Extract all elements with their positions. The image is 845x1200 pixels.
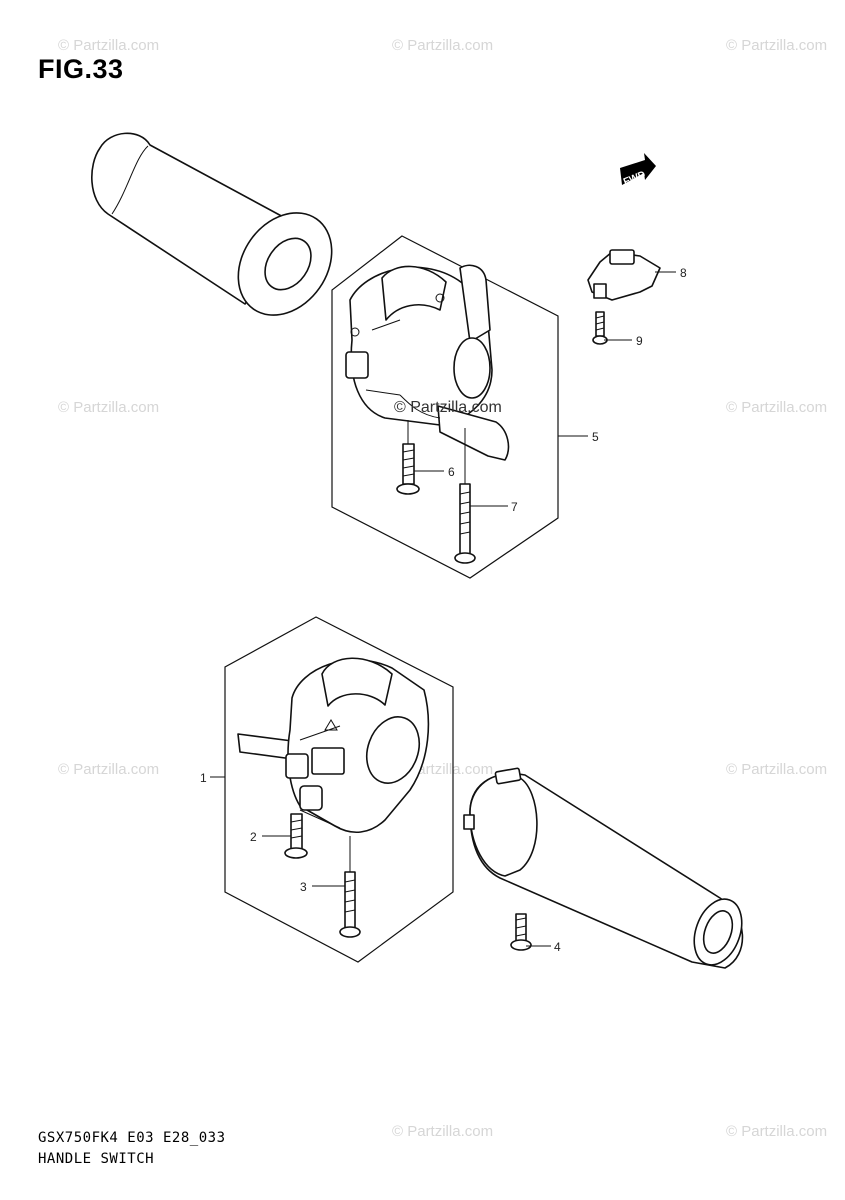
- left-grip: [91, 132, 333, 316]
- watermark: © Partzilla.com: [392, 37, 493, 54]
- model-code: GSX750FK4 E03 E28_033: [38, 1130, 226, 1146]
- fwd-arrow-icon: FWD: [620, 153, 656, 188]
- watermark: © Partzilla.com: [726, 37, 827, 54]
- watermark: © Partzilla.com: [58, 761, 159, 778]
- watermark: © Partzilla.com: [58, 399, 159, 416]
- throttle-grip: [463, 767, 744, 969]
- watermark: © Partzilla.com: [58, 37, 159, 54]
- callout-2: 2: [250, 830, 257, 844]
- watermark: © Partzilla.com: [392, 1123, 493, 1140]
- screw-4: [510, 913, 532, 951]
- watermark: © Partzilla.com: [726, 1123, 827, 1140]
- callout-5: 5: [592, 430, 599, 444]
- watermark: © Partzilla.com: [726, 399, 827, 416]
- screw-6: [396, 420, 420, 495]
- callouts: 5 6 7 8 9 1 2 3 4: [200, 266, 687, 954]
- figure-caption: HANDLE SWITCH: [38, 1151, 155, 1167]
- callout-3: 3: [300, 880, 307, 894]
- screw-3: [339, 836, 361, 938]
- screw-7: [454, 428, 476, 564]
- left-switch-housing: [237, 657, 430, 833]
- right-switch-housing: [345, 264, 510, 461]
- assembly-box-1: [224, 616, 454, 963]
- watermark: © Partzilla.com: [726, 761, 827, 778]
- figure-title: FIG.33: [38, 54, 124, 84]
- assembly-box-5: [331, 235, 559, 579]
- watermark-center: © Partzilla.com: [394, 399, 502, 416]
- kill-switch-8: [587, 249, 661, 301]
- callout-1: 1: [200, 771, 207, 785]
- screw-2: [284, 813, 308, 859]
- callout-6: 6: [448, 465, 455, 479]
- screw-9: [592, 311, 608, 345]
- callout-7: 7: [511, 500, 518, 514]
- leader-lines: [210, 271, 676, 947]
- callout-9: 9: [636, 334, 643, 348]
- callout-4: 4: [554, 940, 561, 954]
- callout-8: 8: [680, 266, 687, 280]
